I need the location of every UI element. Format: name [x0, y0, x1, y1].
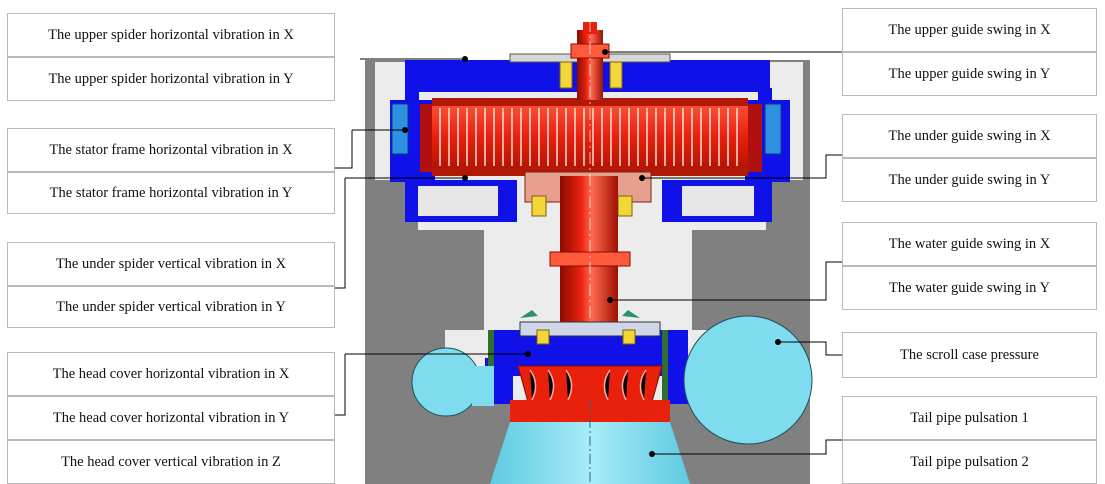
label-water-guide-y: The water guide swing in Y — [842, 266, 1097, 310]
label-stator-frame-y: The stator frame horizontal vibration in… — [7, 172, 335, 214]
label-scroll-case-pressure: The scroll case pressure — [842, 332, 1097, 378]
measurement-points — [402, 49, 781, 457]
draft-tube — [490, 400, 690, 484]
leader-water-guide — [610, 261, 842, 301]
label-head-cover-z: The head cover vertical vibration in Z — [7, 440, 335, 484]
label-under-spider-y: The under spider vertical vibration in Y — [7, 286, 335, 328]
leader-scroll-case — [778, 341, 842, 356]
leader-head-cover — [335, 353, 528, 416]
label-tail-pipe-1: Tail pipe pulsation 1 — [842, 396, 1097, 440]
label-tail-pipe-2: Tail pipe pulsation 2 — [842, 440, 1097, 484]
stator-frame — [390, 100, 790, 182]
label-upper-spider-y: The upper spider horizontal vibration in… — [7, 57, 335, 101]
leader-under-guide — [642, 154, 842, 179]
leader-lines — [335, 51, 842, 455]
label-under-guide-y: The under guide swing in Y — [842, 158, 1097, 202]
leader-under-spider — [335, 177, 465, 289]
leader-stator-frame — [335, 129, 405, 169]
label-stator-frame-x: The stator frame horizontal vibration in… — [7, 128, 335, 172]
label-under-spider-x: The under spider vertical vibration in X — [7, 242, 335, 286]
label-water-guide-x: The water guide swing in X — [842, 222, 1097, 266]
scroll-case — [411, 315, 813, 445]
label-head-cover-x: The head cover horizontal vibration in X — [7, 352, 335, 396]
leader-tail-pipe — [652, 439, 842, 455]
label-under-guide-x: The under guide swing in X — [842, 114, 1097, 158]
label-upper-guide-y: The upper guide swing in Y — [842, 52, 1097, 96]
label-head-cover-y: The head cover horizontal vibration in Y — [7, 396, 335, 440]
runner — [510, 365, 670, 424]
label-upper-guide-x: The upper guide swing in X — [842, 8, 1097, 52]
label-upper-spider-x: The upper spider horizontal vibration in… — [7, 13, 335, 57]
